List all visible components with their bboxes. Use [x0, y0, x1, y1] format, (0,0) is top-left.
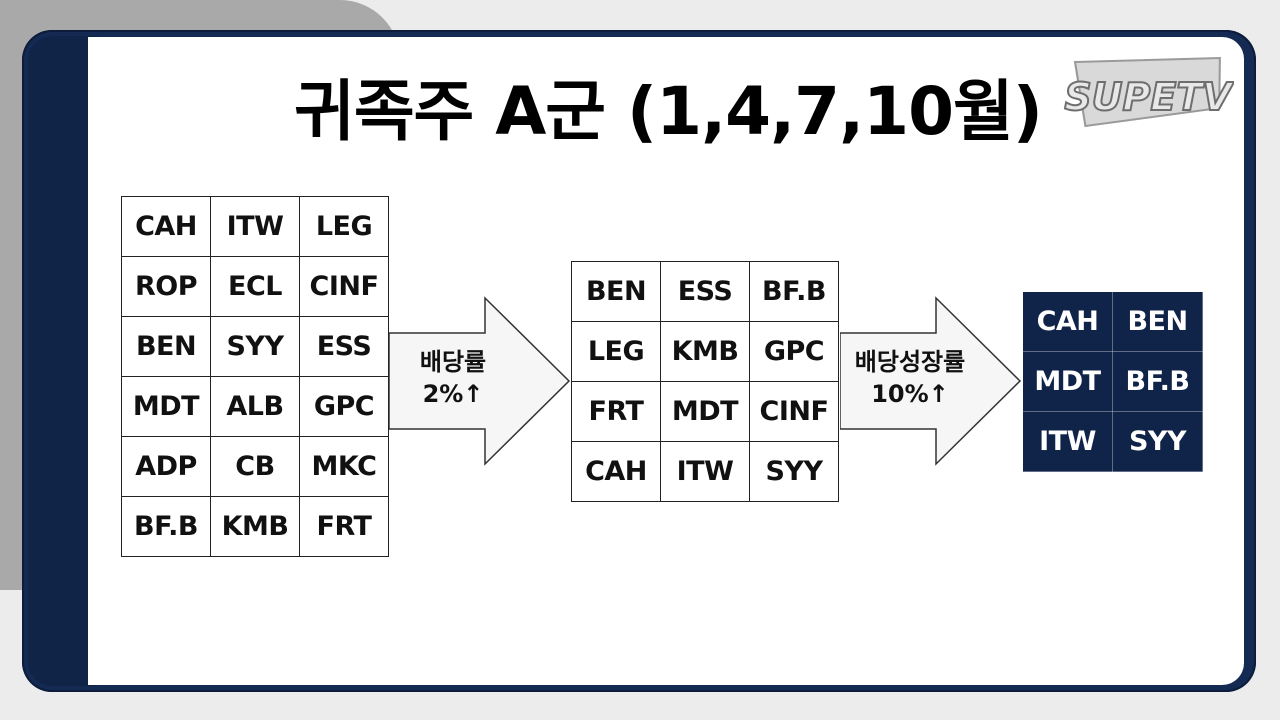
ticker-cell: BF.B — [749, 261, 839, 322]
dividend-growth-arrow — [840, 296, 1022, 466]
logo-text: SUPETV — [1064, 75, 1234, 119]
arrow2-line1: 배당성장률 — [854, 348, 966, 376]
ticker-cell: ROP — [121, 256, 211, 317]
ticker-cell: ALB — [210, 376, 300, 437]
ticker-cell: BEN — [1112, 291, 1203, 352]
ticker-cell: SYY — [749, 441, 839, 502]
ticker-cell: BF.B — [121, 496, 211, 557]
supetv-logo: SUPETV — [1063, 56, 1234, 128]
ticker-cell: SYY — [1112, 411, 1203, 472]
slide-frame-left-bar — [28, 36, 98, 686]
slide-title: 귀족주 A군 (1,4,7,10월) — [294, 73, 1043, 150]
ticker-cell: FRT — [571, 381, 661, 442]
dividend-yield-arrow — [389, 296, 571, 466]
ticker-cell: ITW — [660, 441, 750, 502]
ticker-cell: CINF — [299, 256, 389, 317]
ticker-cell: LEG — [299, 196, 389, 257]
ticker-cell: ITW — [1022, 411, 1113, 472]
ticker-cell: MDT — [121, 376, 211, 437]
ticker-cell: KMB — [210, 496, 300, 557]
ticker-cell: MKC — [299, 436, 389, 497]
ticker-cell: ECL — [210, 256, 300, 317]
ticker-cell: ADP — [121, 436, 211, 497]
ticker-cell: SYY — [210, 316, 300, 377]
ticker-cell: KMB — [660, 321, 750, 382]
ticker-cell: CAH — [1022, 291, 1113, 352]
ticker-cell: GPC — [299, 376, 389, 437]
ticker-cell: BF.B — [1112, 351, 1203, 412]
ticker-cell: FRT — [299, 496, 389, 557]
ticker-cell: CINF — [749, 381, 839, 442]
ticker-cell: MDT — [1022, 351, 1113, 412]
ticker-cell: BEN — [571, 261, 661, 322]
ticker-cell: ITW — [210, 196, 300, 257]
ticker-cell: LEG — [571, 321, 661, 382]
ticker-cell: MDT — [660, 381, 750, 442]
arrow2-label: 배당성장률 10%↑ — [842, 346, 978, 410]
ticker-cell: ESS — [299, 316, 389, 377]
ticker-cell: BEN — [121, 316, 211, 377]
ticker-cell: CB — [210, 436, 300, 497]
arrow1-line1: 배당률 — [419, 348, 487, 376]
arrow1-label: 배당률 2%↑ — [398, 346, 508, 410]
arrow2-line2: 10%↑ — [871, 380, 949, 408]
arrow1-line2: 2%↑ — [422, 380, 484, 408]
ticker-cell: ESS — [660, 261, 750, 322]
ticker-cell: CAH — [571, 441, 661, 502]
ticker-cell: CAH — [121, 196, 211, 257]
ticker-cell: GPC — [749, 321, 839, 382]
